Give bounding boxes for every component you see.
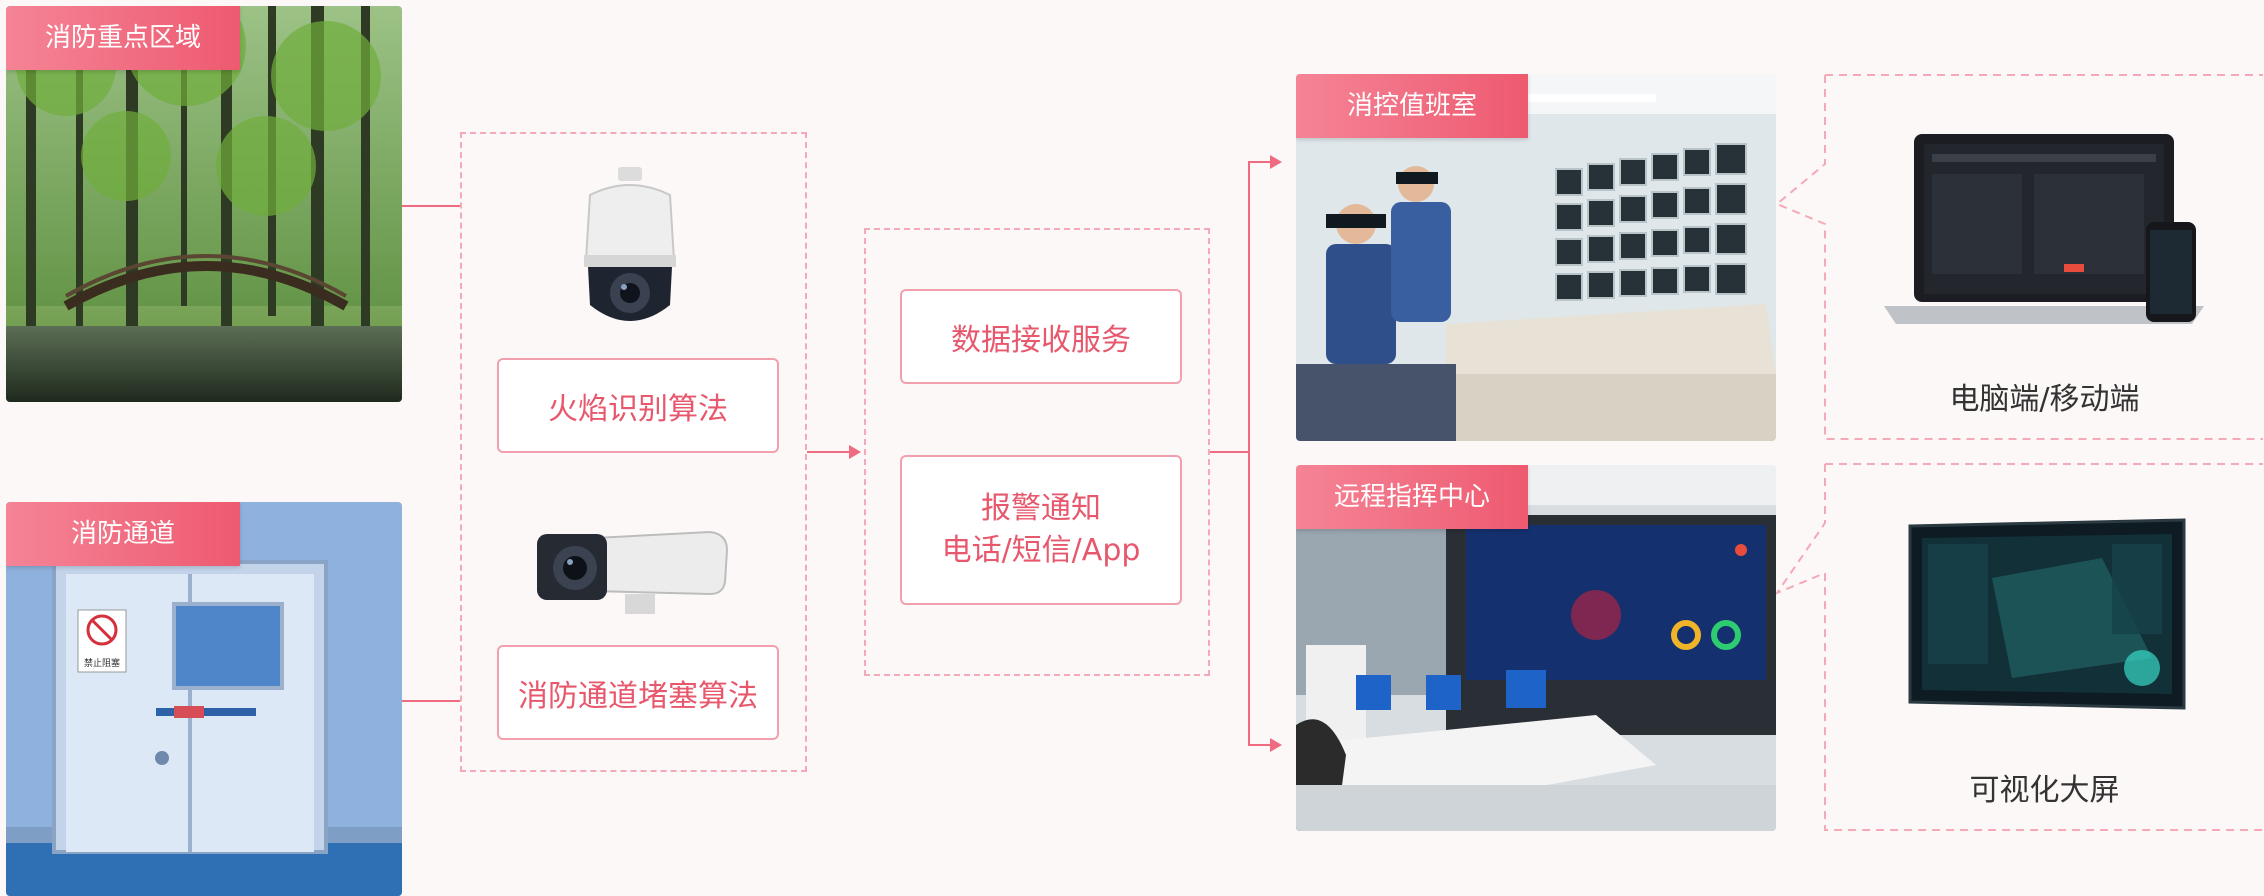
duty-room-scene: 消控值班室 xyxy=(1296,74,1776,441)
dome-camera-icon xyxy=(584,167,676,321)
fork-top-arrow xyxy=(1270,155,1282,169)
corridor-connector xyxy=(402,700,460,702)
fork-bottom-line xyxy=(1248,744,1270,746)
big-screen-callout-frame xyxy=(1776,463,2263,831)
algorithm-to-service-arrow xyxy=(849,445,861,459)
alarm-notification-channels: 电话/短信/App xyxy=(941,533,1141,568)
command-center-scene: 远程指挥中心 xyxy=(1296,465,1776,831)
forest-connector xyxy=(402,205,460,207)
big-screen-caption: 可视化大屏 xyxy=(1969,773,2120,808)
dome-camera xyxy=(560,165,700,340)
command-center-illustration xyxy=(1296,465,1776,831)
alarm-notification-service[interactable]: 报警通知 电话/短信/App xyxy=(900,455,1182,605)
bullet-camera-icon xyxy=(537,530,729,614)
video-wall-icon xyxy=(1908,518,2186,710)
data-receive-service[interactable]: 数据接收服务 xyxy=(900,289,1182,384)
algorithm-group xyxy=(460,132,807,772)
command-center-tag: 远程指挥中心 xyxy=(1296,465,1528,529)
alarm-notification-title: 报警通知 xyxy=(981,491,1101,526)
bullet-camera xyxy=(535,520,735,620)
no-blocking-sign-text: 禁止阻塞 xyxy=(83,659,120,669)
service-group xyxy=(864,228,1210,676)
pc-mobile-callout: 电脑端/移动端 xyxy=(1776,74,2264,440)
corridor-scene: 禁止阻塞 消防通道 xyxy=(6,502,402,896)
passage-blocking-algorithm[interactable]: 消防通道堵塞算法 xyxy=(497,645,779,740)
fire-recognition-algorithm[interactable]: 火焰识别算法 xyxy=(497,358,779,453)
fork-vertical-line xyxy=(1248,161,1250,746)
algorithm-to-service-line xyxy=(807,451,853,453)
corridor-scene-tag: 消防通道 xyxy=(6,502,240,566)
fork-bottom-arrow xyxy=(1270,738,1282,752)
service-out-line xyxy=(1210,451,1250,453)
pc-mobile-caption: 电脑端/移动端 xyxy=(1949,382,2140,417)
corridor-door-illustration xyxy=(6,502,402,896)
laptop-phone-icon xyxy=(1884,134,2204,324)
pc-mobile-callout-frame xyxy=(1776,74,2263,440)
forest-scene-tag: 消防重点区域 xyxy=(6,6,240,70)
fork-top-line xyxy=(1248,161,1270,163)
big-screen-callout: 可视化大屏 xyxy=(1776,463,2264,831)
forest-scene: 消防重点区域 xyxy=(6,6,402,402)
duty-room-tag: 消控值班室 xyxy=(1296,74,1528,138)
